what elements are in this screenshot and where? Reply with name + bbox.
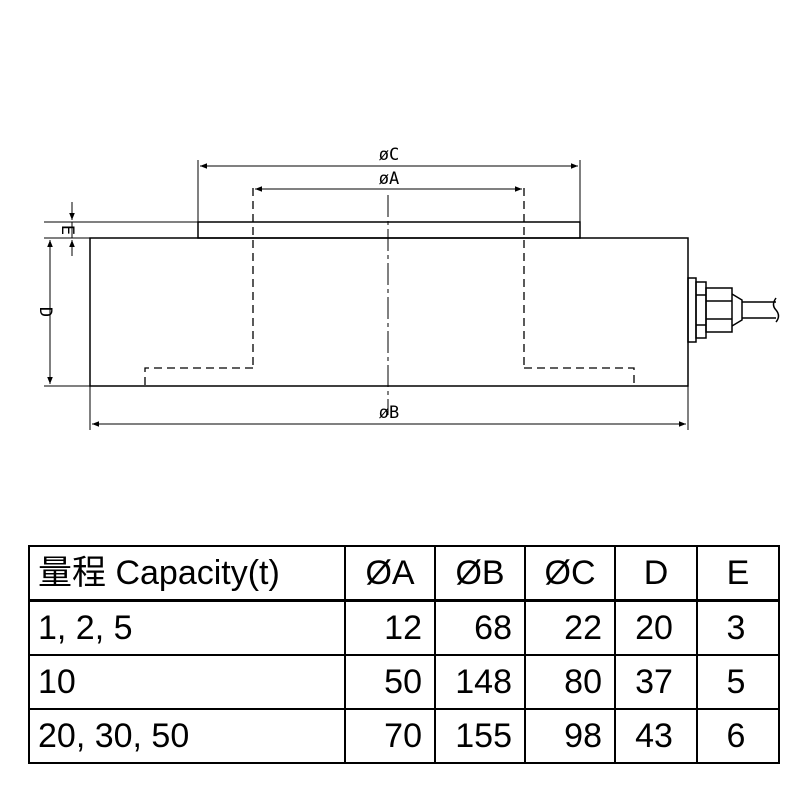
header-dia-a: ØA <box>344 545 436 602</box>
table-row: 10 50 148 80 37 5 <box>28 654 780 710</box>
capacity-spec-table: 量程 Capacity(t) ØA ØB ØC D E 1, 2, 5 12 6… <box>28 545 780 764</box>
cell-dia-b: 148 <box>434 654 526 710</box>
top-boss <box>197 221 581 239</box>
cell-e: 5 <box>696 654 780 710</box>
label-dia-a: øA <box>379 169 399 189</box>
table-header-row: 量程 Capacity(t) ØA ØB ØC D E <box>28 545 780 602</box>
cell-dia-c: 22 <box>524 599 616 656</box>
cell-d: 20 <box>614 599 698 656</box>
label-dia-b: øB <box>379 403 399 423</box>
cell-capacity: 10 <box>28 654 346 710</box>
cell-dia-a: 70 <box>344 708 436 764</box>
table-row: 20, 30, 50 70 155 98 43 6 <box>28 708 780 764</box>
label-e: E <box>57 225 77 235</box>
label-dia-c: øC <box>379 145 399 165</box>
table-row: 1, 2, 5 12 68 22 20 3 <box>28 599 780 656</box>
cell-dia-b: 68 <box>434 599 526 656</box>
header-d: D <box>614 545 698 602</box>
label-d: D <box>35 307 55 317</box>
hidden-bore <box>144 188 635 386</box>
header-e: E <box>696 545 780 602</box>
cable-gland <box>687 277 780 343</box>
header-capacity: 量程 Capacity(t) <box>28 545 346 602</box>
cell-body <box>89 237 689 387</box>
cell-capacity: 1, 2, 5 <box>28 599 346 656</box>
cell-dia-a: 12 <box>344 599 436 656</box>
cell-e: 6 <box>696 708 780 764</box>
cell-dia-a: 50 <box>344 654 436 710</box>
header-dia-c: ØC <box>524 545 616 602</box>
cell-dia-c: 98 <box>524 708 616 764</box>
cell-d: 37 <box>614 654 698 710</box>
cell-e: 3 <box>696 599 780 656</box>
load-cell-dimension-drawing: øC øA øB D E <box>35 145 780 430</box>
cell-capacity: 20, 30, 50 <box>28 708 346 764</box>
header-dia-b: ØB <box>434 545 526 602</box>
cell-dia-b: 155 <box>434 708 526 764</box>
cell-d: 43 <box>614 708 698 764</box>
cell-dia-c: 80 <box>524 654 616 710</box>
